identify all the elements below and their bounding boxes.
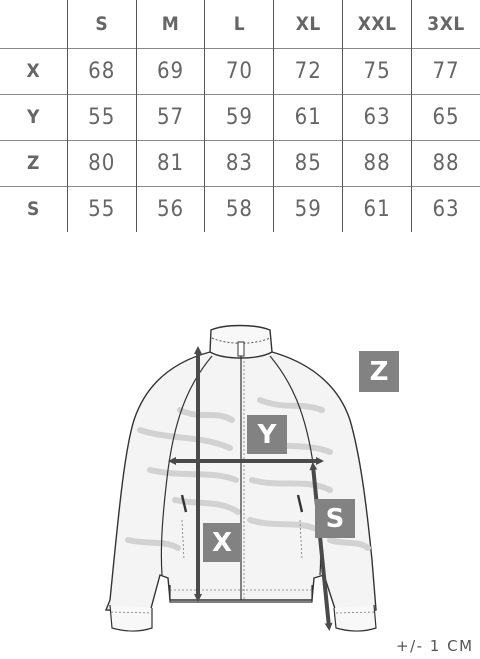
table-cell: 70 (204, 48, 274, 94)
table-row: Y 55 57 59 61 63 65 (0, 94, 480, 140)
size-header-s: S (66, 0, 137, 48)
svg-text:Z: Z (370, 357, 389, 387)
right-pocket (296, 494, 304, 513)
table-cell: 55 (66, 186, 137, 232)
table-cell: 80 (66, 140, 137, 186)
fabric-shading (125, 397, 371, 551)
size-header-l: L (204, 0, 274, 48)
row-label-z: Z (26, 152, 40, 174)
size-header-xxl: XXL (342, 0, 412, 48)
row-label-s: S (26, 198, 40, 221)
table-cell: 72 (273, 48, 343, 94)
table-cell: 68 (66, 48, 137, 94)
label-z: Z (359, 351, 399, 392)
row-label-y: Y (26, 106, 40, 128)
table-cell: 63 (342, 94, 412, 140)
size-header-3xl: 3XL (411, 0, 480, 48)
label-y: Y (247, 415, 287, 454)
table-cell: 61 (342, 186, 412, 232)
table-cell: 59 (273, 186, 343, 232)
tolerance-note: +/- 1 CM (396, 637, 474, 655)
table-cell: 77 (411, 48, 480, 94)
table-cell: 88 (342, 140, 412, 186)
size-header-row: S M L XL XXL 3XL (0, 0, 480, 48)
table-row: Z 80 81 83 85 88 88 (0, 140, 480, 186)
measure-arrow-s (309, 462, 333, 631)
table-cell: 88 (411, 140, 480, 186)
svg-text:X: X (212, 528, 232, 558)
table-cell: 55 (66, 94, 137, 140)
table-cell: 63 (411, 186, 480, 232)
left-pocket (180, 494, 188, 513)
table-cell: 69 (135, 48, 205, 94)
right-cuff (333, 604, 377, 632)
table-cell: 65 (411, 94, 480, 140)
label-s: S (315, 499, 355, 538)
table-cell: 85 (273, 140, 343, 186)
table-cell: 56 (135, 186, 205, 232)
jacket-illustration (104, 324, 377, 632)
table-cell: 81 (135, 140, 205, 186)
svg-text:S: S (326, 504, 345, 534)
table-cell: 61 (273, 94, 343, 140)
table-cell: 58 (204, 186, 274, 232)
table-row: X 68 69 70 72 75 77 (0, 48, 480, 94)
table-cell: 75 (342, 48, 412, 94)
row-label-x: X (26, 60, 41, 82)
table-cell: 57 (135, 94, 205, 140)
table-cell: 59 (204, 94, 274, 140)
left-cuff (109, 604, 153, 632)
size-table: S M L XL XXL 3XL X 68 69 70 72 75 77 Y 5… (0, 0, 480, 232)
zipper-pull (237, 341, 245, 357)
table-cell: 83 (204, 140, 274, 186)
svg-text:Y: Y (257, 420, 278, 450)
size-header-xl: XL (273, 0, 343, 48)
label-x: X (203, 523, 242, 562)
size-header-m: M (135, 0, 205, 48)
table-row: S 55 56 58 59 61 63 (0, 186, 480, 232)
